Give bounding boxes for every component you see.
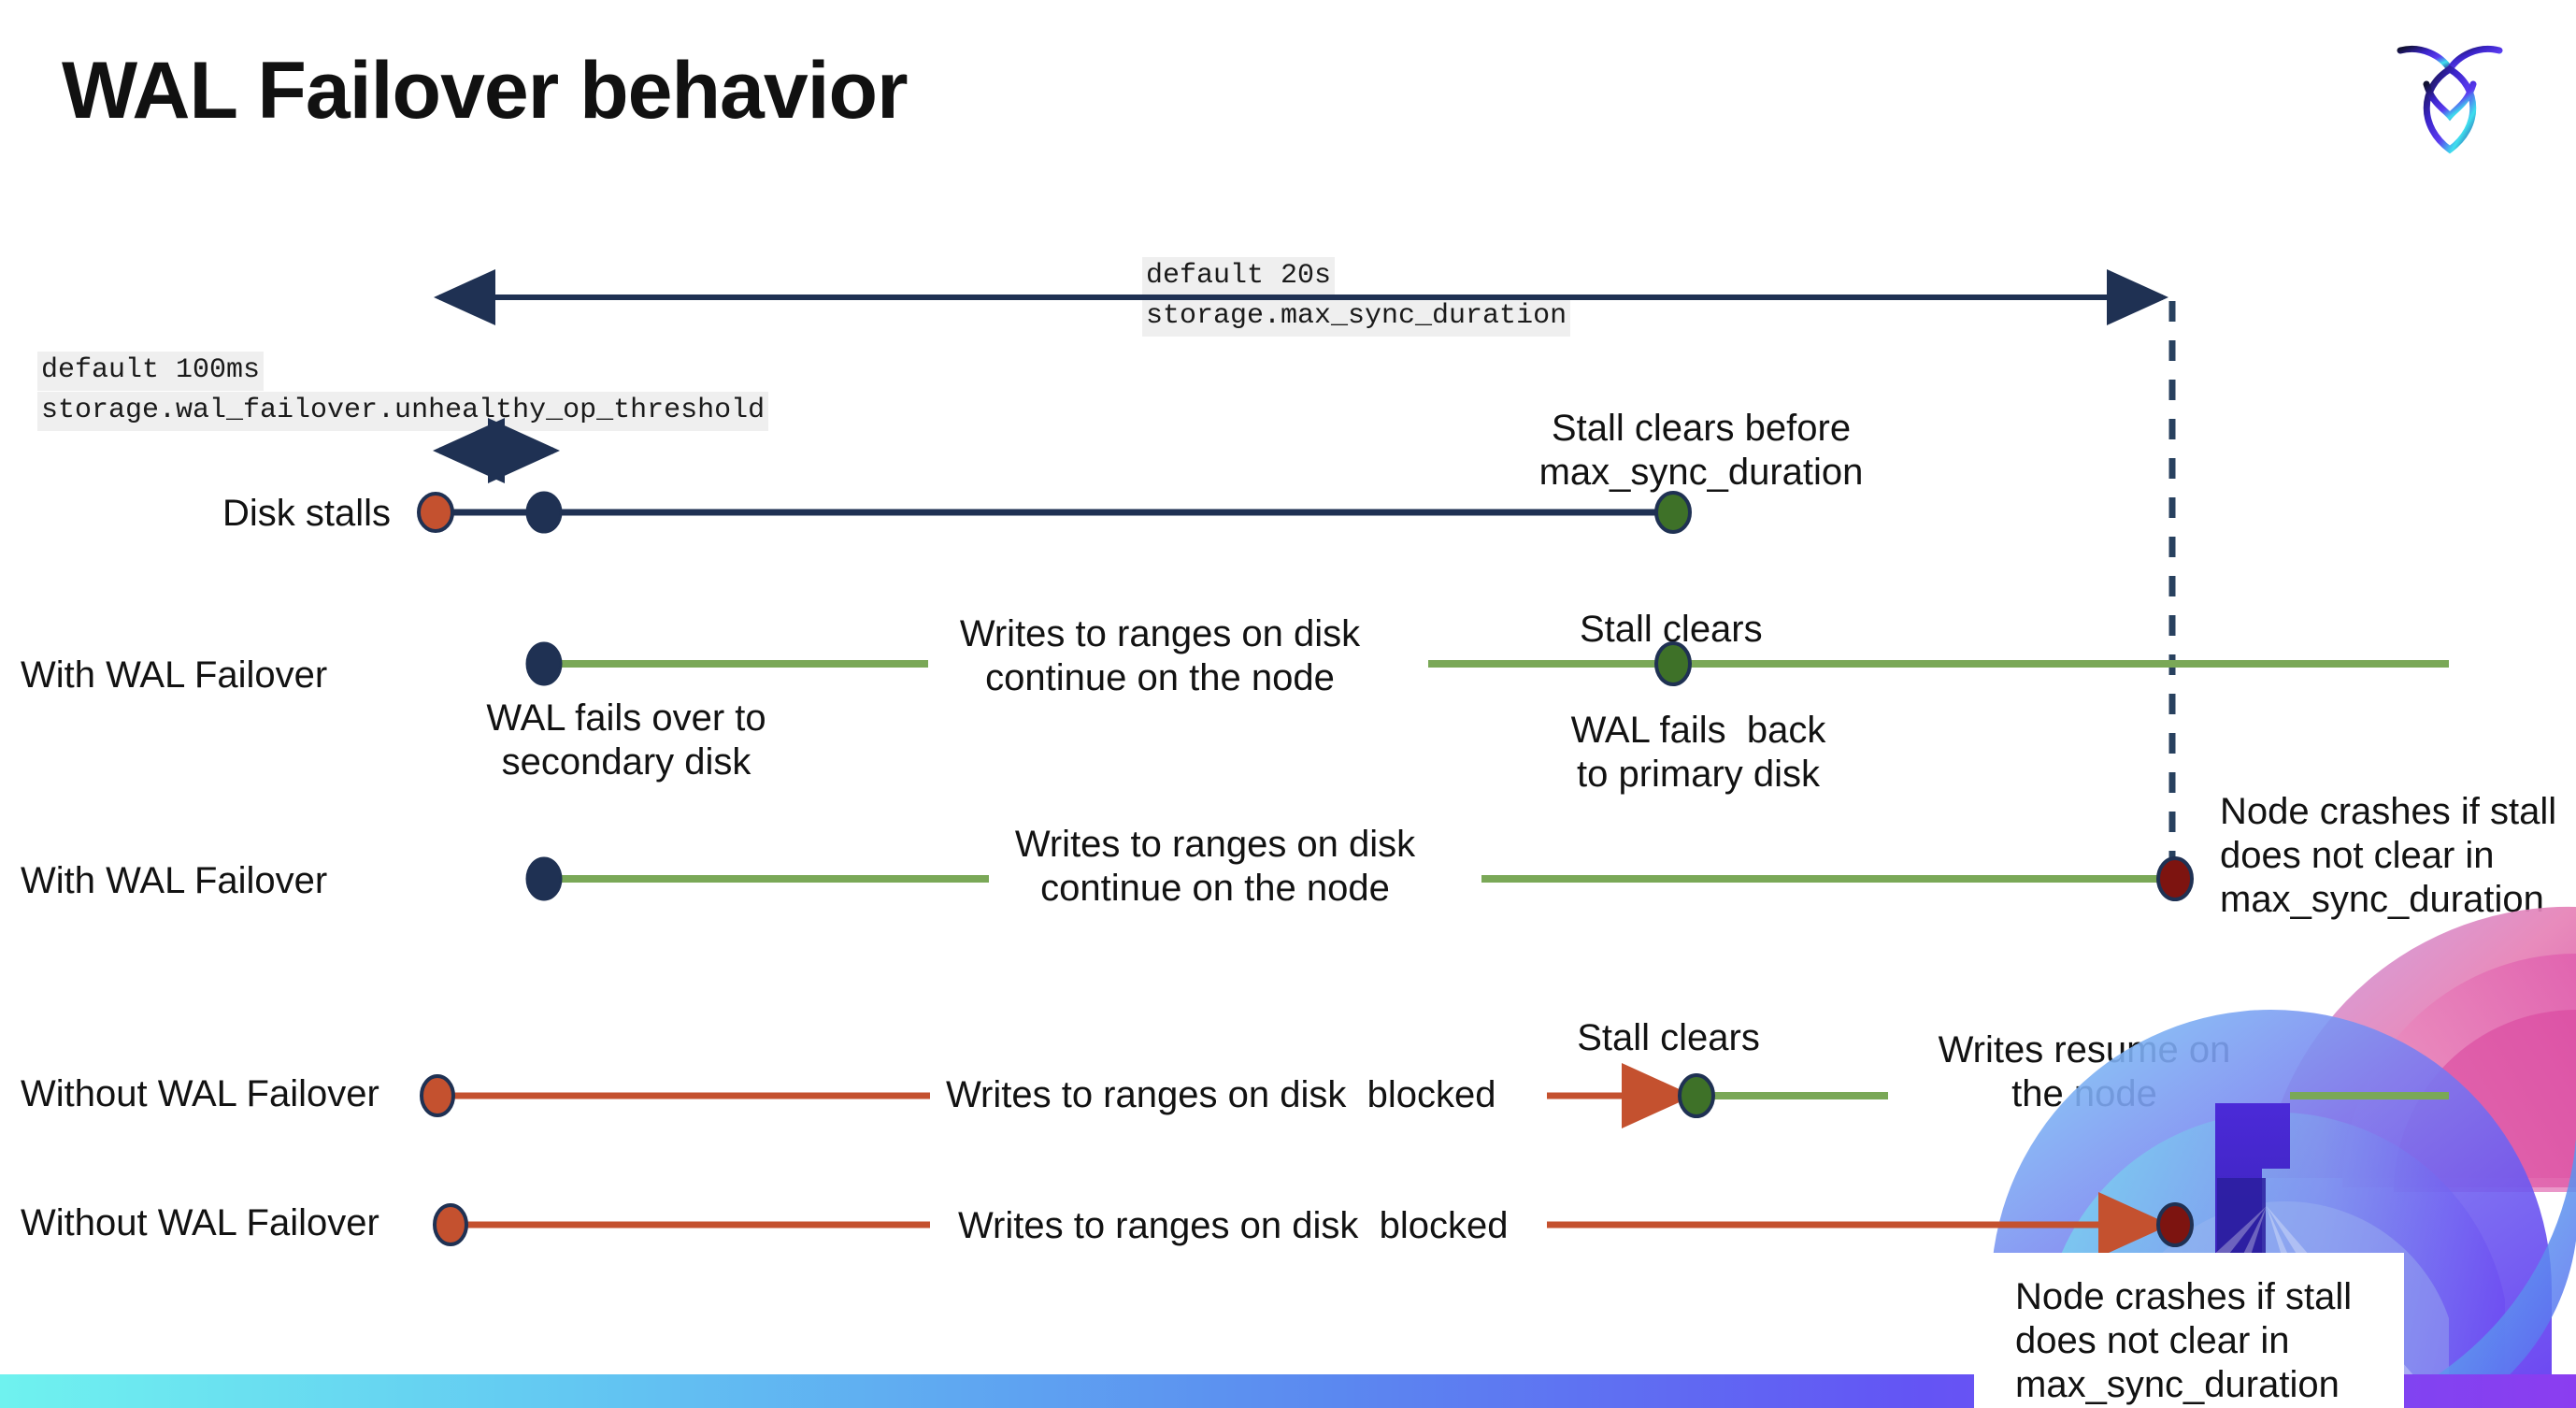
annotation-writes-blocked-1: Writes to ranges on disk blocked <box>946 1074 1496 1115</box>
row-label-disk-stalls: Disk stalls <box>222 493 392 534</box>
annotation-writes-continue-1: Writes to ranges on disk continue on the… <box>959 613 1361 699</box>
marker-node-crash-1 <box>2156 856 2194 901</box>
cockroachdb-logo-icon <box>2389 30 2511 161</box>
marker-stall-start-no-failover-2 <box>433 1203 468 1246</box>
setting-default-unhealthy-op-threshold: default 100ms <box>37 352 265 391</box>
marker-stall-clears-disk <box>1654 491 1692 534</box>
annotation-wal-fails-back: WAL fails back to primary disk <box>1570 710 1826 796</box>
annotation-stall-clears-before: Stall clears before max_sync_duration <box>1538 408 1864 494</box>
row-label-without-wal-failover-2: Without WAL Failover <box>21 1202 379 1243</box>
marker-wal-fails-over-1 <box>525 641 563 686</box>
row-label-with-wal-failover-1: With WAL Failover <box>21 654 328 696</box>
marker-stall-clears-wal-1 <box>1654 641 1692 686</box>
annotation-node-crashes-2: Node crashes if stall does not clear in … <box>2015 1276 2353 1406</box>
annotation-wal-fails-over: WAL fails over to secondary disk <box>486 697 766 783</box>
annotation-writes-blocked-2: Writes to ranges on disk blocked <box>958 1205 1509 1246</box>
row-label-with-wal-failover-2: With WAL Failover <box>21 860 328 901</box>
marker-stall-start-no-failover-1 <box>420 1074 455 1117</box>
node-crashes-callout: Node crashes if stall does not clear in … <box>1974 1253 2404 1408</box>
annotation-node-crashes-1: Node crashes if stall does not clear in … <box>2220 791 2557 921</box>
row-label-without-wal-failover-1: Without WAL Failover <box>21 1073 379 1114</box>
annotation-stall-clears-2: Stall clears <box>1577 1017 1760 1058</box>
marker-stall-clears-no-failover-1 <box>1678 1073 1715 1118</box>
marker-wal-fails-over-2 <box>525 856 563 901</box>
marker-stall-start <box>417 492 454 533</box>
marker-threshold-reached <box>525 491 563 534</box>
annotation-writes-continue-2: Writes to ranges on disk continue on the… <box>1014 824 1416 910</box>
setting-name-unhealthy-op-threshold: storage.wal_failover.unhealthy_op_thresh… <box>37 392 769 431</box>
page-title: WAL Failover behavior <box>62 46 909 136</box>
marker-node-crash-2 <box>2156 1202 2194 1247</box>
